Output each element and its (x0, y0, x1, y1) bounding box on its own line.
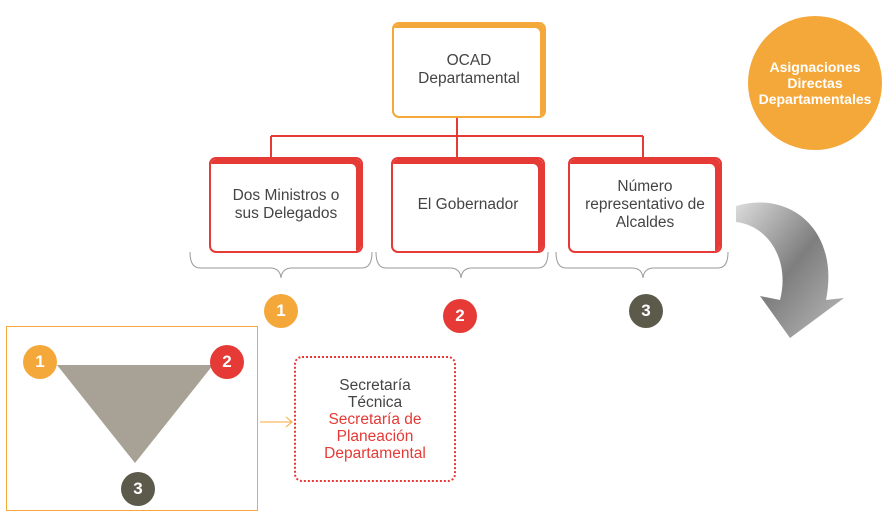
secretaria-line-4: Planeación (336, 427, 414, 445)
secretaria-line-5: Departamental (324, 444, 426, 462)
secretaria-tecnica-box: Secretaría Técnica Secretaría de Planeac… (294, 356, 456, 482)
number-badge-2: 2 (443, 299, 477, 333)
curved-arrow-icon (736, 202, 844, 338)
secretaria-line-1: Secretaría (339, 376, 411, 394)
ocad-departamental-label: OCAD Departamental (418, 52, 520, 87)
member-box-ministros: Dos Ministros o sus Delegados (209, 157, 363, 253)
asignaciones-directas-circle: Asignaciones Directas Departamentales (748, 16, 882, 150)
member-box-alcaldes: Número representativo de Alcaldes (568, 157, 722, 253)
number-badge-3: 3 (629, 294, 663, 328)
member-box-gobernador: El Gobernador (391, 157, 545, 253)
triangle-vertex-badge-1: 1 (23, 345, 57, 379)
asignaciones-label: Asignaciones Directas Departamentales (758, 59, 872, 107)
ocad-departamental-box: OCAD Departamental (392, 22, 546, 118)
brace-1 (189, 251, 373, 279)
member-box-label: Dos Ministros o sus Delegados (232, 187, 340, 222)
brace-2 (375, 251, 549, 279)
member-box-label: El Gobernador (417, 196, 519, 213)
member-box-label: Número representativo de Alcaldes (585, 178, 705, 231)
secretaria-line-3: Secretaría de (328, 410, 422, 428)
panel-connector-arrowhead (285, 416, 293, 428)
triangle-vertex-badge-2: 2 (210, 345, 244, 379)
brace-3 (555, 251, 729, 279)
triangle-panel: 1 2 3 (6, 326, 258, 511)
triangle-vertex-badge-3: 3 (121, 472, 155, 506)
number-badge-1: 1 (264, 294, 298, 328)
triangle-shape (57, 365, 213, 463)
secretaria-line-2: Técnica (347, 393, 403, 411)
